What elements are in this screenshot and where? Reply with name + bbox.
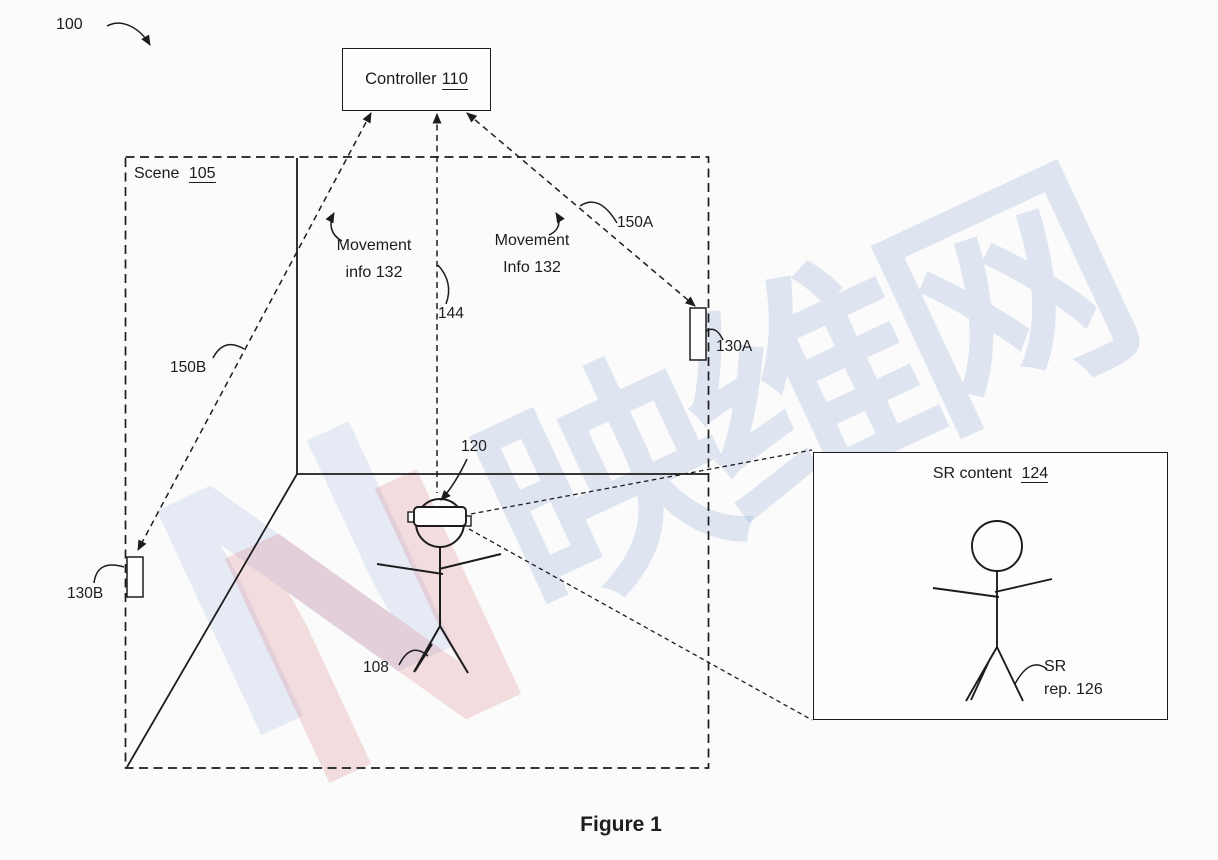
device-130b-leader xyxy=(93,564,125,584)
device-130b-label: 130B xyxy=(67,585,104,602)
sr-content-num: 124 xyxy=(1021,465,1049,483)
hmd-120-leader-arrow xyxy=(440,458,468,501)
user-108-leader xyxy=(398,649,429,666)
sr-rep-line1: SR xyxy=(1044,658,1067,675)
link-150a-leader xyxy=(579,201,618,224)
inset-projection-line-top xyxy=(470,449,813,515)
ref-100-arrow xyxy=(106,22,151,46)
link-150b-leader xyxy=(212,343,245,359)
sr-rep-line2: rep. 126 xyxy=(1044,681,1103,698)
line-144-label: 144 xyxy=(438,305,464,322)
hmd-right-tab xyxy=(462,515,472,527)
scene-num: 105 xyxy=(188,165,216,183)
device-130a-label: 130A xyxy=(716,338,753,355)
hmd-left-tab xyxy=(407,511,417,523)
user-arms xyxy=(376,553,502,575)
hmd-visor xyxy=(413,506,467,527)
hmd-headset xyxy=(407,506,472,527)
inset-projection-line-bottom xyxy=(468,528,813,721)
user-108-label: 108 xyxy=(363,659,389,676)
user-stick-figure xyxy=(376,498,502,674)
movement-left-line1: Movement xyxy=(336,237,412,254)
device-130b xyxy=(126,556,144,598)
figure-ref-label: 100 xyxy=(56,16,83,33)
movement-info-label-right: Movement Info 132 xyxy=(476,227,588,281)
sr-content-title-text: SR content xyxy=(932,465,1012,482)
controller-num: 110 xyxy=(441,69,468,90)
movement-right-line1: Movement xyxy=(494,232,570,249)
sr-content-title: SR content 124 xyxy=(814,465,1167,483)
user-head xyxy=(415,498,465,548)
movement-right-line2: Info 132 xyxy=(503,259,561,276)
controller-label: Controller xyxy=(365,70,437,88)
device-130a xyxy=(689,307,707,361)
watermark-logo-red: N xyxy=(170,388,576,860)
sr-rep-label: SR rep. 126 xyxy=(1044,655,1103,701)
user-legs xyxy=(413,625,469,674)
link-150b-label: 150B xyxy=(170,359,207,376)
movement-left-line2: info 132 xyxy=(345,264,403,281)
watermark-logo-blue: N xyxy=(102,340,508,816)
controller-box: Controller 110 xyxy=(342,48,491,111)
hmd-120-label: 120 xyxy=(461,438,487,455)
figure-caption: Figure 1 xyxy=(580,813,662,836)
movement-info-label-left: Movement info 132 xyxy=(318,232,430,286)
link-150a-label: 150A xyxy=(617,214,654,231)
scene-label-text: Scene xyxy=(134,165,180,182)
sr-content-box: SR content 124 xyxy=(813,452,1168,720)
scene-label: Scene 105 xyxy=(134,164,216,184)
line-144-leader xyxy=(437,264,450,305)
